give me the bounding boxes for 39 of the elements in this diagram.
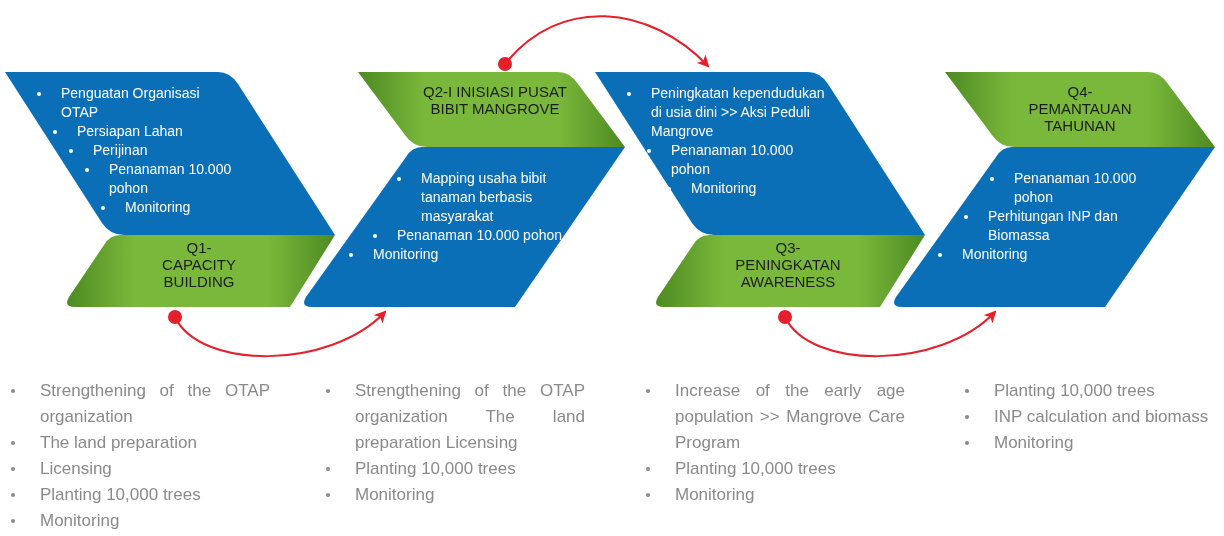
curved-arrow <box>778 310 997 358</box>
title-banner <box>358 72 625 147</box>
list-item: Monitoring <box>99 198 240 217</box>
curved-arrow <box>168 310 387 358</box>
list-item: Persiapan Lahan <box>51 122 240 141</box>
list-item: Planting 10,000 trees <box>643 456 905 482</box>
list-item: Planting 10,000 trees <box>8 482 270 508</box>
list-item: Penanaman 10.000 pohon <box>988 169 1178 207</box>
list-item: Penanaman 10.000 pohon <box>83 160 240 198</box>
list-item: Monitoring <box>936 245 1178 264</box>
list-item: Strengthening of the OTAP organization The land preparation Licensing <box>323 378 585 456</box>
list-item: Planting 10,000 trees <box>962 378 1224 404</box>
list-item: Licensing <box>8 456 270 482</box>
list-item: Monitoring <box>665 179 830 198</box>
list-item: Peningkatan kependudukan di usia dini >> Aksi Peduli Mangrove <box>625 84 830 141</box>
list-item: Planting 10,000 trees <box>323 456 585 482</box>
list-item: Monitoring <box>643 482 905 508</box>
list-item: Perhitungan INP dan Biomassa <box>962 207 1178 245</box>
list-item: Monitoring <box>347 245 590 264</box>
title-banner <box>945 72 1215 147</box>
list-item: Increase of the early age population >> Mangrove Care Program <box>643 378 905 456</box>
list-item: Monitoring <box>8 508 270 534</box>
list-item: INP calculation and biomass <box>962 404 1224 430</box>
quarter-title: Q4- PEMANTAUAN TAHUNAN <box>1027 83 1133 134</box>
list-item: Penguatan Organisasi OTAP <box>35 84 240 122</box>
list-panel <box>5 72 335 235</box>
list-item: The land preparation <box>8 430 270 456</box>
list-item: Mapping usaha bibit tanaman berbasis masyarakat <box>395 169 590 226</box>
curved-arrow <box>498 15 710 71</box>
list-item: Monitoring <box>323 482 585 508</box>
list-panel <box>595 72 925 235</box>
quarter-title: Q1- CAPACITY BUILDING <box>161 239 237 290</box>
list-item: Penanaman 10.000 pohon <box>645 141 830 179</box>
quarter-title: Q3- PENINGKATAN AWARENESS <box>734 239 842 290</box>
list-item: Strengthening of the OTAP organization <box>8 378 270 430</box>
quarter-title: Q2-I INISIASI PUSAT BIBIT MANGROVE <box>422 83 568 117</box>
list-item: Monitoring <box>962 430 1224 456</box>
list-item: Perijinan <box>67 141 240 160</box>
list-item: Penanaman 10.000 pohon <box>371 226 590 245</box>
